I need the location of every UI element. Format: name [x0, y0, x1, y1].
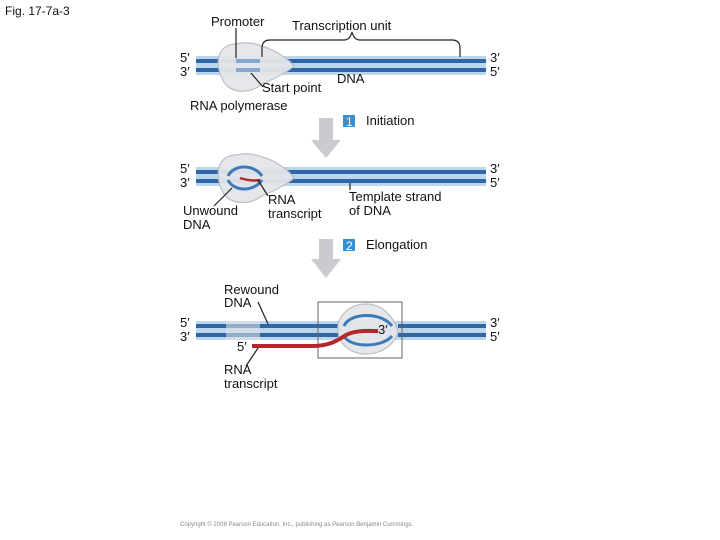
step-2-arrow — [311, 239, 341, 278]
rewound-pointer — [257, 301, 269, 325]
rna-3-prime-end: 3′ — [378, 322, 388, 337]
template-label-line1: Template strand — [349, 189, 442, 204]
dna-top-strand-left — [196, 324, 338, 328]
panel1-left-top-end: 5′ — [180, 50, 190, 65]
panel2-right-top-end: 3′ — [490, 161, 500, 176]
template-label-line2: of DNA — [349, 203, 391, 218]
rna-transcript-pointer — [257, 179, 269, 197]
step-1-arrow — [311, 118, 341, 158]
rna-5-prime-end: 5′ — [237, 339, 247, 354]
unwound-bottom-strand — [342, 334, 394, 347]
copyright-notice: Copyright © 2008 Pearson Education, Inc.… — [180, 521, 414, 528]
dna-bottom-strand-left — [196, 333, 338, 337]
panel3-right-bottom-end: 5′ — [490, 329, 500, 344]
rna-transcript-pointer-3 — [245, 347, 259, 367]
step-2-label: Elongation — [366, 237, 427, 252]
panel1-right-top-end: 3′ — [490, 50, 500, 65]
panel1-right-bottom-end: 5′ — [490, 64, 500, 79]
dna-top-strand-right — [398, 324, 486, 328]
figure-label: Fig. 17-7a-3 — [5, 4, 70, 18]
start-point-label: Start point — [262, 80, 322, 95]
unwound-top-strand — [342, 314, 394, 328]
rna-transcript-label-line2: transcript — [224, 376, 278, 391]
unwound-label-line2: DNA — [183, 217, 211, 232]
dna-bottom-strand-right — [398, 333, 486, 337]
panel2-right-bottom-end: 5′ — [490, 175, 500, 190]
polymerase-dna-overlay — [236, 59, 260, 63]
rna-polymerase-1 — [217, 42, 295, 92]
rna-transcript-label-line1: RNA — [224, 362, 252, 377]
dna-top-strand — [196, 170, 486, 174]
unwound-label-line1: Unwound — [183, 203, 238, 218]
rna-transcript-long — [252, 328, 379, 348]
polymerase-zoom-box — [317, 301, 403, 359]
transcription-unit-label: Transcription unit — [292, 18, 392, 33]
step-2-number: 2 — [346, 239, 353, 253]
polymerase-shape — [217, 42, 295, 92]
rewound-label-line2: DNA — [224, 295, 252, 310]
panel2-left-top-end: 5′ — [180, 161, 190, 176]
dna-label: DNA — [337, 71, 365, 86]
promoter-label: Promoter — [211, 14, 265, 29]
panel1-left-bottom-end: 3′ — [180, 64, 190, 79]
dna-bottom-strand — [196, 179, 486, 183]
rewound-region — [226, 321, 260, 340]
transcription-unit-brace — [261, 31, 461, 57]
rna-label-line2: transcript — [268, 206, 322, 221]
rewound-label-line1: Rewound — [224, 282, 279, 297]
panel3-left-bottom-end: 3′ — [180, 329, 190, 344]
rna-polymerase-label: RNA polymerase — [190, 98, 288, 113]
step-1-number: 1 — [346, 115, 353, 129]
step-1-label: Initiation — [366, 113, 414, 128]
start-point-pointer — [250, 72, 264, 88]
unwound-pointer — [213, 187, 233, 207]
rna-label-line1: RNA — [268, 192, 296, 207]
panel3-right-top-end: 3′ — [490, 315, 500, 330]
dna-bottom-strand — [196, 68, 486, 72]
dna-top-strand — [196, 59, 486, 63]
panel2-left-bottom-end: 3′ — [180, 175, 190, 190]
panel3-left-top-end: 5′ — [180, 315, 190, 330]
step-1-badge — [343, 115, 355, 127]
unwound-top-strand — [226, 165, 264, 177]
step-2-badge — [343, 239, 355, 251]
polymerase-shape — [217, 153, 295, 204]
